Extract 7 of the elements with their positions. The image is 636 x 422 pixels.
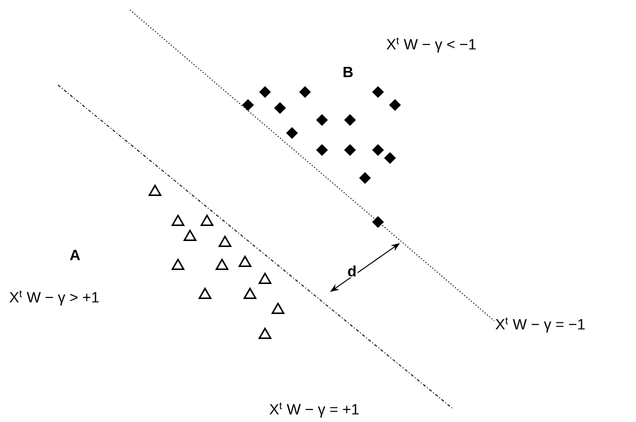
formula-label: X$^{t}$ W − γ = +1 — [268, 401, 360, 419]
formula-label: X$^{t}$ W − γ = −1 — [494, 316, 586, 334]
formula-label: X$^{t}$ W − γ < −1 — [385, 36, 478, 54]
distance-label: d — [346, 264, 358, 278]
class-label: A — [68, 248, 82, 262]
class-label: B — [342, 66, 354, 78]
formula-label: X$^{t}$ W − γ > +1 — [8, 289, 100, 307]
